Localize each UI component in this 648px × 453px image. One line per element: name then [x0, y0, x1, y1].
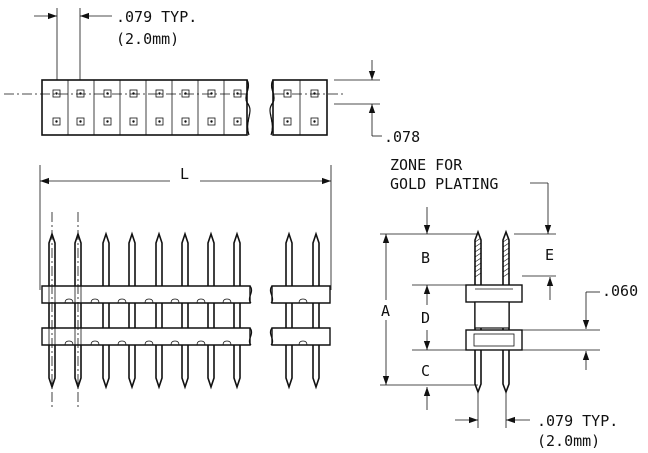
dimension-c-label: C [421, 362, 430, 380]
front-view: L [39, 165, 332, 410]
dimension-b-label: B [421, 249, 430, 267]
zone-label-line1: ZONE FOR [390, 156, 463, 174]
top-row-dimension: .078 [384, 128, 420, 146]
front-housing-lower [41, 327, 331, 346]
front-housing-upper [41, 285, 331, 304]
side-housing-lower [465, 329, 523, 351]
top-pin-squares [52, 89, 319, 126]
top-segment-dividers [67, 80, 301, 135]
side-pitch-dimension: .079 TYP. [537, 412, 618, 430]
housing-dimension: .060 [602, 282, 638, 300]
side-view: ZONE FOR GOLD PLATING A B D C E .060 [380, 156, 638, 450]
top-pitch-metric: (2.0mm) [116, 30, 179, 48]
dimension-a-label: A [381, 302, 390, 320]
dimension-e-label: E [545, 246, 554, 264]
top-pitch-dimension: .079 TYP. [116, 8, 197, 26]
side-pins [474, 229, 510, 395]
top-view: .079 TYP. (2.0mm) [4, 8, 420, 146]
front-housing-notches [64, 298, 308, 346]
front-pins [48, 231, 320, 390]
length-label: L [180, 165, 189, 183]
zone-label-line2: GOLD PLATING [390, 175, 498, 193]
side-pitch-metric: (2.0mm) [537, 432, 600, 450]
dimension-d-label: D [421, 309, 430, 327]
